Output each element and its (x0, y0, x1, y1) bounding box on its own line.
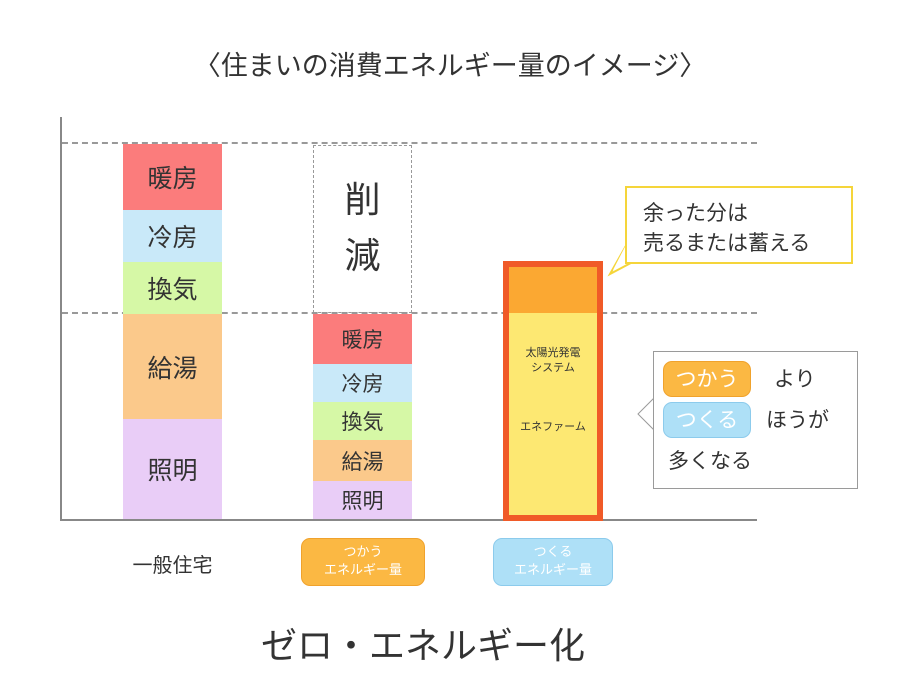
footer-heading: ゼロ・エネルギー化 (260, 626, 585, 667)
bar-general-ventilation: 換気 (123, 262, 222, 314)
lower-reference-line (62, 312, 757, 314)
pill-use-line-1: つかう (343, 545, 383, 560)
solar-label-line-2: システム (531, 361, 575, 374)
callout-surplus: 余った分は 売るまたは蓄える (625, 186, 853, 264)
diagram-title: 〈住まいの消費エネルギー量のイメージ〉 (193, 51, 707, 82)
bar-use-heating: 暖房 (313, 314, 412, 364)
segment-label: 暖房 (147, 164, 198, 193)
x-axis-line (60, 519, 757, 521)
segment-label: 冷房 (341, 372, 384, 396)
segment-label: 照明 (147, 456, 198, 485)
segment-label: 給湯 (341, 449, 384, 474)
segment-label: 換気 (341, 410, 384, 434)
bar-use-hotwater: 給湯 (313, 440, 412, 481)
callout-surplus-line-2: 売るまたは蓄える (643, 231, 811, 255)
bar-make-enefarm-label: エネファーム (520, 420, 586, 433)
segment-label: 給湯 (147, 353, 198, 383)
category-general-label: 一般住宅 (132, 553, 213, 577)
bar-use-lighting: 照明 (313, 481, 412, 519)
reduction-label-2: 減 (344, 236, 381, 277)
upper-reference-line (62, 142, 757, 144)
callout-text-ookunaru: 多くなる (668, 449, 752, 473)
bar-general-cooling: 冷房 (123, 210, 222, 262)
bar-general-heating: 暖房 (123, 144, 222, 210)
callout-tag-make: つくる (663, 402, 751, 438)
callout-tag-use: つかう (663, 361, 751, 397)
segment-label: 換気 (147, 275, 198, 304)
bar-general-hotwater: 給湯 (123, 314, 222, 419)
solar-label-line-1: 太陽光発電 (525, 346, 581, 359)
pill-make-line-1: つくる (533, 545, 573, 560)
bar-make-surplus (509, 267, 597, 313)
bar-use-cooling: 冷房 (313, 364, 412, 402)
category-make-pill: つくる エネルギー量 (493, 538, 613, 586)
segment-label: 照明 (341, 489, 384, 513)
callout-surplus-line-1: 余った分は (643, 201, 748, 225)
reduction-label-1: 削 (344, 180, 381, 221)
callout-text-houga: ほうが (766, 408, 829, 432)
category-use-pill: つかう エネルギー量 (301, 538, 425, 586)
callout-text-yori: より (774, 367, 816, 391)
segment-label: 冷房 (147, 223, 198, 252)
segment-label: 暖房 (341, 328, 384, 352)
bar-general-lighting: 照明 (123, 419, 222, 519)
reduction-box: 削 減 (313, 145, 412, 313)
pill-use-line-2: エネルギー量 (323, 563, 402, 578)
pill-make-line-2: エネルギー量 (513, 563, 592, 578)
bar-use-ventilation: 換気 (313, 402, 412, 440)
bar-make-solar-label: 太陽光発電 システム (509, 345, 597, 375)
y-axis-line (60, 117, 62, 521)
